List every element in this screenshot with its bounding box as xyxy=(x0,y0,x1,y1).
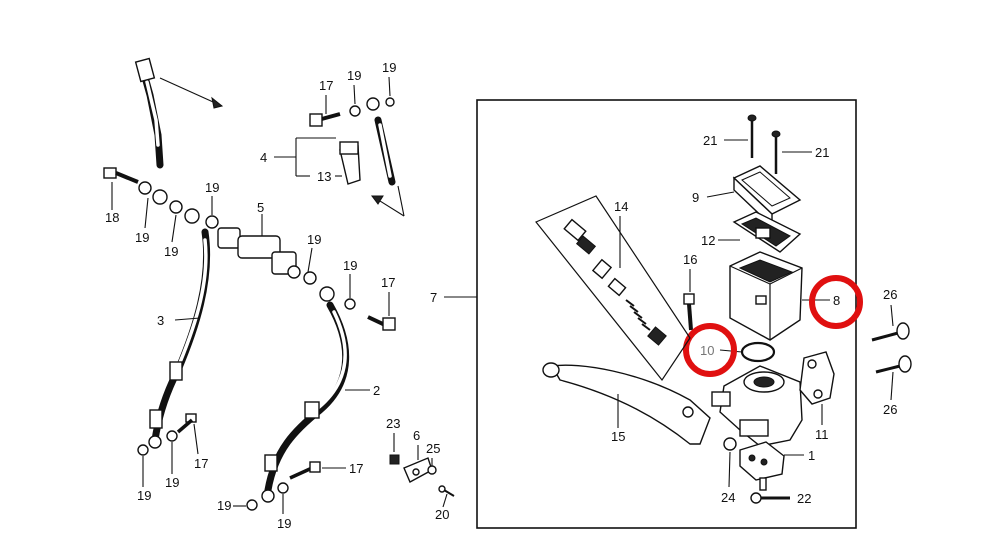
small-parts-6 xyxy=(389,454,455,497)
label-19a: 19 xyxy=(135,230,149,245)
label-4: 4 xyxy=(260,150,267,165)
label-18: 18 xyxy=(105,210,119,225)
label-15: 15 xyxy=(611,429,625,444)
label-17a: 17 xyxy=(194,456,208,471)
brake-lever-15 xyxy=(542,362,711,445)
upper-brake-hose xyxy=(134,57,164,169)
label-13: 13 xyxy=(317,169,331,184)
label-11: 11 xyxy=(815,427,829,442)
label-25: 25 xyxy=(426,441,440,456)
highlight-circle-8 xyxy=(809,275,863,329)
label-19k: 19 xyxy=(382,60,396,75)
brake-hose-2 xyxy=(261,301,350,503)
screw-22 xyxy=(750,492,790,504)
label-19c: 19 xyxy=(205,180,219,195)
pivot-bolt-16 xyxy=(683,293,695,331)
bolt-17-right xyxy=(367,315,396,331)
fitting-group-4 xyxy=(309,97,396,186)
three-way-joint-5 xyxy=(217,227,301,279)
brake-hose-3 xyxy=(148,228,211,449)
washer-24 xyxy=(723,437,737,451)
label-19h: 19 xyxy=(217,498,231,513)
label-19j: 19 xyxy=(347,68,361,83)
label-7: 7 xyxy=(430,290,437,305)
label-21b: 21 xyxy=(815,145,829,160)
label-19i: 19 xyxy=(277,516,291,531)
label-22: 22 xyxy=(797,491,811,506)
master-cylinder-body xyxy=(711,365,803,447)
reservoir-screws-21 xyxy=(747,114,781,174)
diaphragm-12 xyxy=(732,211,802,253)
label-9: 9 xyxy=(692,190,699,205)
o-ring-10 xyxy=(740,341,776,363)
label-6: 6 xyxy=(413,428,420,443)
label-19b: 19 xyxy=(164,244,178,259)
label-23: 23 xyxy=(386,416,400,431)
piston-kit-14 xyxy=(535,195,691,382)
banjo-bolt-18 xyxy=(103,167,200,224)
label-24: 24 xyxy=(721,490,735,505)
clamp-bolts-26 xyxy=(871,322,912,374)
reservoir-body-8 xyxy=(729,251,803,341)
label-17b: 17 xyxy=(381,275,395,290)
clamp-11 xyxy=(799,351,835,405)
label-12: 12 xyxy=(701,233,715,248)
reservoir-cap-9 xyxy=(732,165,802,228)
label-19g: 19 xyxy=(343,258,357,273)
label-21a: 21 xyxy=(703,133,717,148)
label-3: 3 xyxy=(157,313,164,328)
label-17c: 17 xyxy=(349,461,363,476)
label-19d: 19 xyxy=(137,488,151,503)
label-2: 2 xyxy=(373,383,380,398)
label-26a: 26 xyxy=(883,287,897,302)
label-17d: 17 xyxy=(319,78,333,93)
label-8: 8 xyxy=(833,293,840,308)
label-1: 1 xyxy=(808,448,815,463)
label-19f: 19 xyxy=(307,232,321,247)
label-20: 20 xyxy=(435,507,449,522)
highlight-circle-10 xyxy=(683,323,737,377)
label-10: 10 xyxy=(700,343,714,358)
brake-switch-1 xyxy=(739,441,785,491)
label-5: 5 xyxy=(257,200,264,215)
label-16: 16 xyxy=(683,252,697,267)
label-19e: 19 xyxy=(165,475,179,490)
label-14: 14 xyxy=(614,199,628,214)
label-26b: 26 xyxy=(883,402,897,417)
